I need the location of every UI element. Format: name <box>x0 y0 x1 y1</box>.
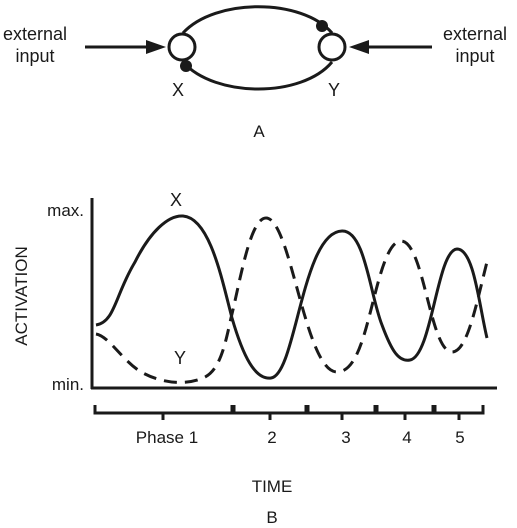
curve-y-activation <box>95 216 490 384</box>
phase-3-bracket <box>306 405 377 420</box>
curve-x-label: X <box>170 190 182 210</box>
phase-1-bracket <box>93 405 234 420</box>
synapse-dot-bottom <box>180 60 192 72</box>
right-input-arrowhead <box>349 40 369 54</box>
node-x-label: X <box>172 80 184 100</box>
node-y-circle <box>317 32 347 62</box>
top-connection-arc <box>181 5 334 35</box>
right-input-label-line2: input <box>455 46 494 66</box>
phase-label-4: 4 <box>402 428 411 447</box>
left-input-label-line1: external <box>3 24 67 44</box>
phase-label-1: Phase 1 <box>136 428 198 447</box>
node-x-circle <box>167 32 197 62</box>
y-min-label: min. <box>52 375 84 394</box>
phase-5-bracket <box>433 405 485 420</box>
phase-label-3: 3 <box>341 428 350 447</box>
panel-b: ACTIVATION max. min. X Y Phase 1 2 3 4 5… <box>12 190 497 527</box>
phase-4-bracket <box>375 405 435 420</box>
phase-label-2: 2 <box>267 428 276 447</box>
node-y-label: Y <box>328 80 340 100</box>
curve-x-activation <box>95 214 489 380</box>
curve-y-label: Y <box>174 348 186 368</box>
bottom-connection-arc <box>181 61 334 91</box>
phase-label-5: 5 <box>455 428 464 447</box>
left-input-label-line2: input <box>15 46 54 66</box>
synapse-dot-top <box>316 20 328 32</box>
y-max-label: max. <box>47 201 84 220</box>
panel-a-caption: A <box>253 122 265 141</box>
phase-2-bracket <box>232 405 308 420</box>
x-axis-label: TIME <box>252 477 293 496</box>
left-input-arrowhead <box>146 40 166 54</box>
right-input-label-line1: external <box>443 24 507 44</box>
y-axis-label: ACTIVATION <box>12 246 31 346</box>
phase-brackets <box>93 405 485 420</box>
panel-a: external input external input X Y A <box>3 5 507 141</box>
panel-b-caption: B <box>266 508 277 527</box>
